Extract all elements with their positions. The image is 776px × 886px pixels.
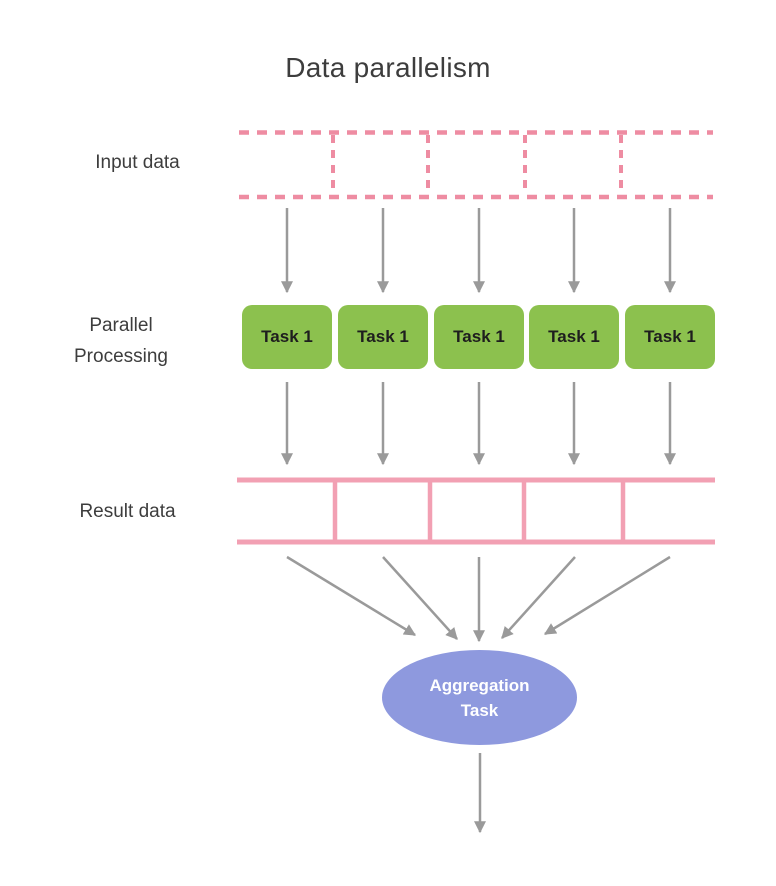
input-data-segments [239,130,713,200]
parallel-processing-label-line2: Processing [74,346,168,367]
parallel-processing-label: Parallel Processing [26,310,216,372]
input-data-label: Input data [95,152,180,173]
task-box-1: Task 1 [242,305,332,369]
task-box-3-label: Task 1 [453,327,505,346]
task-box-4: Task 1 [529,305,619,369]
result-data-segments [237,477,715,545]
result-data-label: Result data [79,501,176,522]
task-box-1-label: Task 1 [261,327,313,346]
task-box-4-label: Task 1 [548,327,600,346]
result-to-aggregation-arrow-4-icon [501,556,576,639]
task-box-2-label: Task 1 [357,327,409,346]
aggregation-task-label-line1: Aggregation [429,675,530,695]
diagram-title: Data parallelism [285,52,491,83]
result-to-aggregation-arrow-1-icon [286,555,417,637]
parallel-processing-label-line1: Parallel [89,315,153,336]
task-box-5: Task 1 [625,305,715,369]
aggregation-task-node: Aggregation Task [382,650,577,745]
task-box-2: Task 1 [338,305,428,369]
aggregation-task-label-line2: Task [460,700,499,720]
task-box-5-label: Task 1 [644,327,696,346]
result-to-aggregation-arrow-2-icon [382,556,458,640]
task-box-3: Task 1 [434,305,524,369]
result-to-aggregation-arrow-5-icon [543,555,671,636]
